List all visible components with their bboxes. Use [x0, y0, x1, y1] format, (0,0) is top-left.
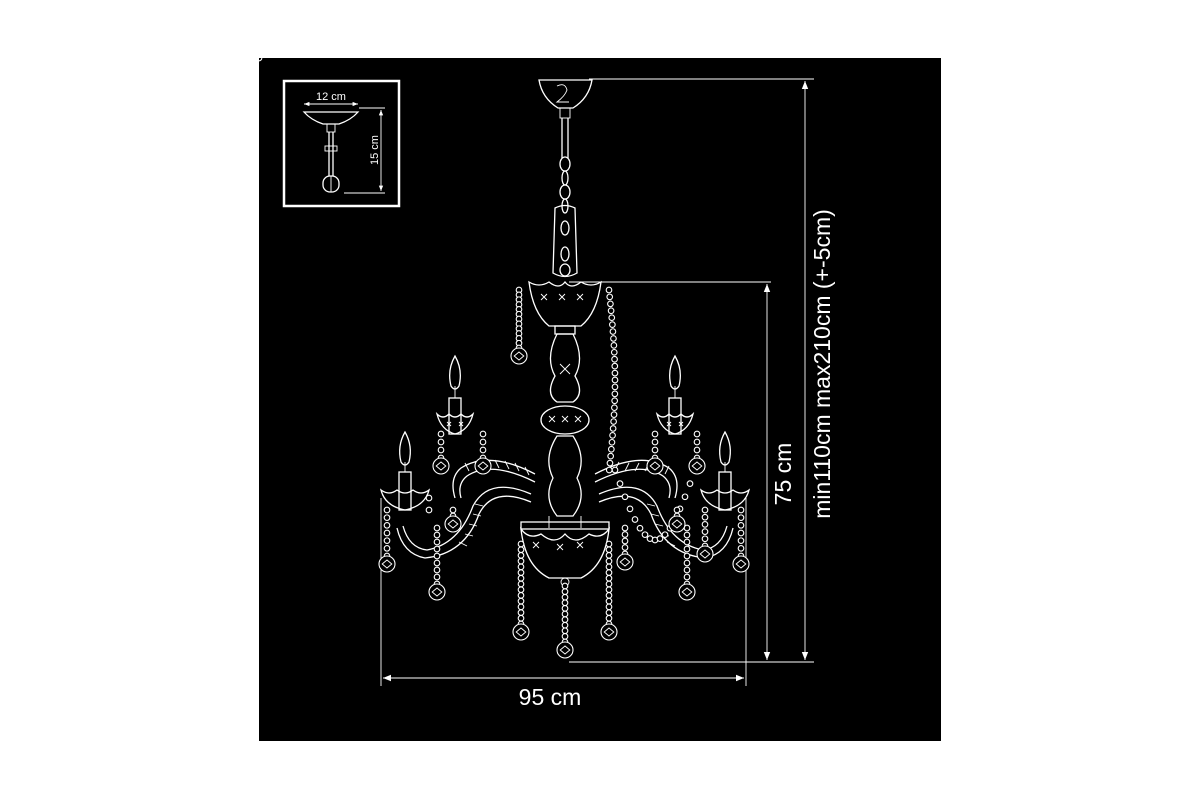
crystal-strands — [259, 58, 750, 659]
width-label: 95 cm — [519, 684, 582, 710]
inset-canopy-shape — [302, 111, 360, 125]
chandelier-drawing: 12 cm 15 cm min110cm max210cm (+-5cm) 75… — [259, 58, 835, 710]
dimension-lines: min110cm max210cm (+-5cm) 75 cm 95 cm — [380, 78, 835, 710]
stem-vase-upper — [549, 333, 581, 403]
lower-bowl — [520, 526, 610, 579]
inset-height-label: 15 cm — [369, 135, 381, 165]
candle-upper-right — [655, 354, 695, 435]
hanging-chain — [552, 156, 578, 278]
inset-frame — [282, 79, 401, 208]
chandelier — [259, 58, 751, 659]
body-height-label: 75 cm — [770, 443, 796, 506]
canopy-inset: 12 cm 15 cm — [282, 79, 401, 208]
drawing-panel: 12 cm 15 cm min110cm max210cm (+-5cm) 75… — [259, 58, 941, 741]
candle-lower-right — [699, 430, 751, 511]
upper-bowl — [528, 280, 602, 327]
lower-bowl-rim — [520, 521, 610, 530]
stem-knot — [540, 405, 590, 435]
ceiling-canopy — [538, 79, 593, 109]
candle-upper-left — [435, 354, 475, 435]
inset-width-label: 12 cm — [316, 91, 346, 103]
stem-vase-lower — [548, 435, 582, 517]
total-height-label: min110cm max210cm (+-5cm) — [809, 209, 835, 519]
candle-lower-left — [379, 430, 431, 511]
